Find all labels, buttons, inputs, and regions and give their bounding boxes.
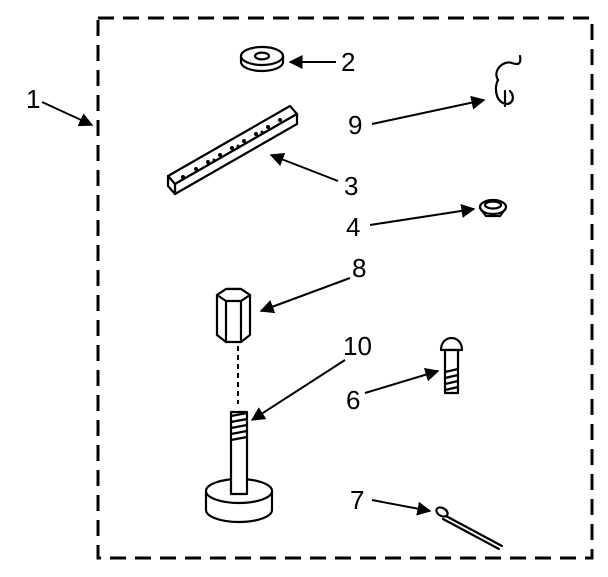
leader-6 xyxy=(364,367,440,394)
leveling-foot-part xyxy=(204,410,274,524)
hook-part xyxy=(494,54,522,108)
bracket-part xyxy=(166,104,299,196)
leader-9 xyxy=(371,95,486,125)
leader-1 xyxy=(41,101,94,127)
callout-4-ring: 4 xyxy=(346,212,360,242)
washer-part xyxy=(239,45,285,73)
pin-part xyxy=(435,506,504,551)
callout-10-foot: 10 xyxy=(343,331,372,361)
leader-7 xyxy=(371,499,432,516)
stem-threads xyxy=(229,411,249,442)
callout-1-kit: 1 xyxy=(26,84,40,114)
bolt-threads xyxy=(443,367,460,392)
callout-9-hook: 9 xyxy=(348,110,362,140)
kit-boundary xyxy=(96,16,594,560)
leader-3 xyxy=(269,153,339,182)
leader-10 xyxy=(250,359,346,421)
callout-3-bracket: 3 xyxy=(344,171,358,201)
leader-8 xyxy=(259,277,351,314)
ring-part xyxy=(478,198,508,218)
callout-7-pin: 7 xyxy=(350,485,364,515)
bracket-holes xyxy=(181,118,282,179)
bolt-part xyxy=(439,336,464,395)
leader-4 xyxy=(369,203,476,226)
callout-2-washer: 2 xyxy=(341,47,355,77)
nut-part xyxy=(215,287,252,344)
callout-6-bolt: 6 xyxy=(346,385,360,415)
callout-8-nut: 8 xyxy=(352,253,366,283)
